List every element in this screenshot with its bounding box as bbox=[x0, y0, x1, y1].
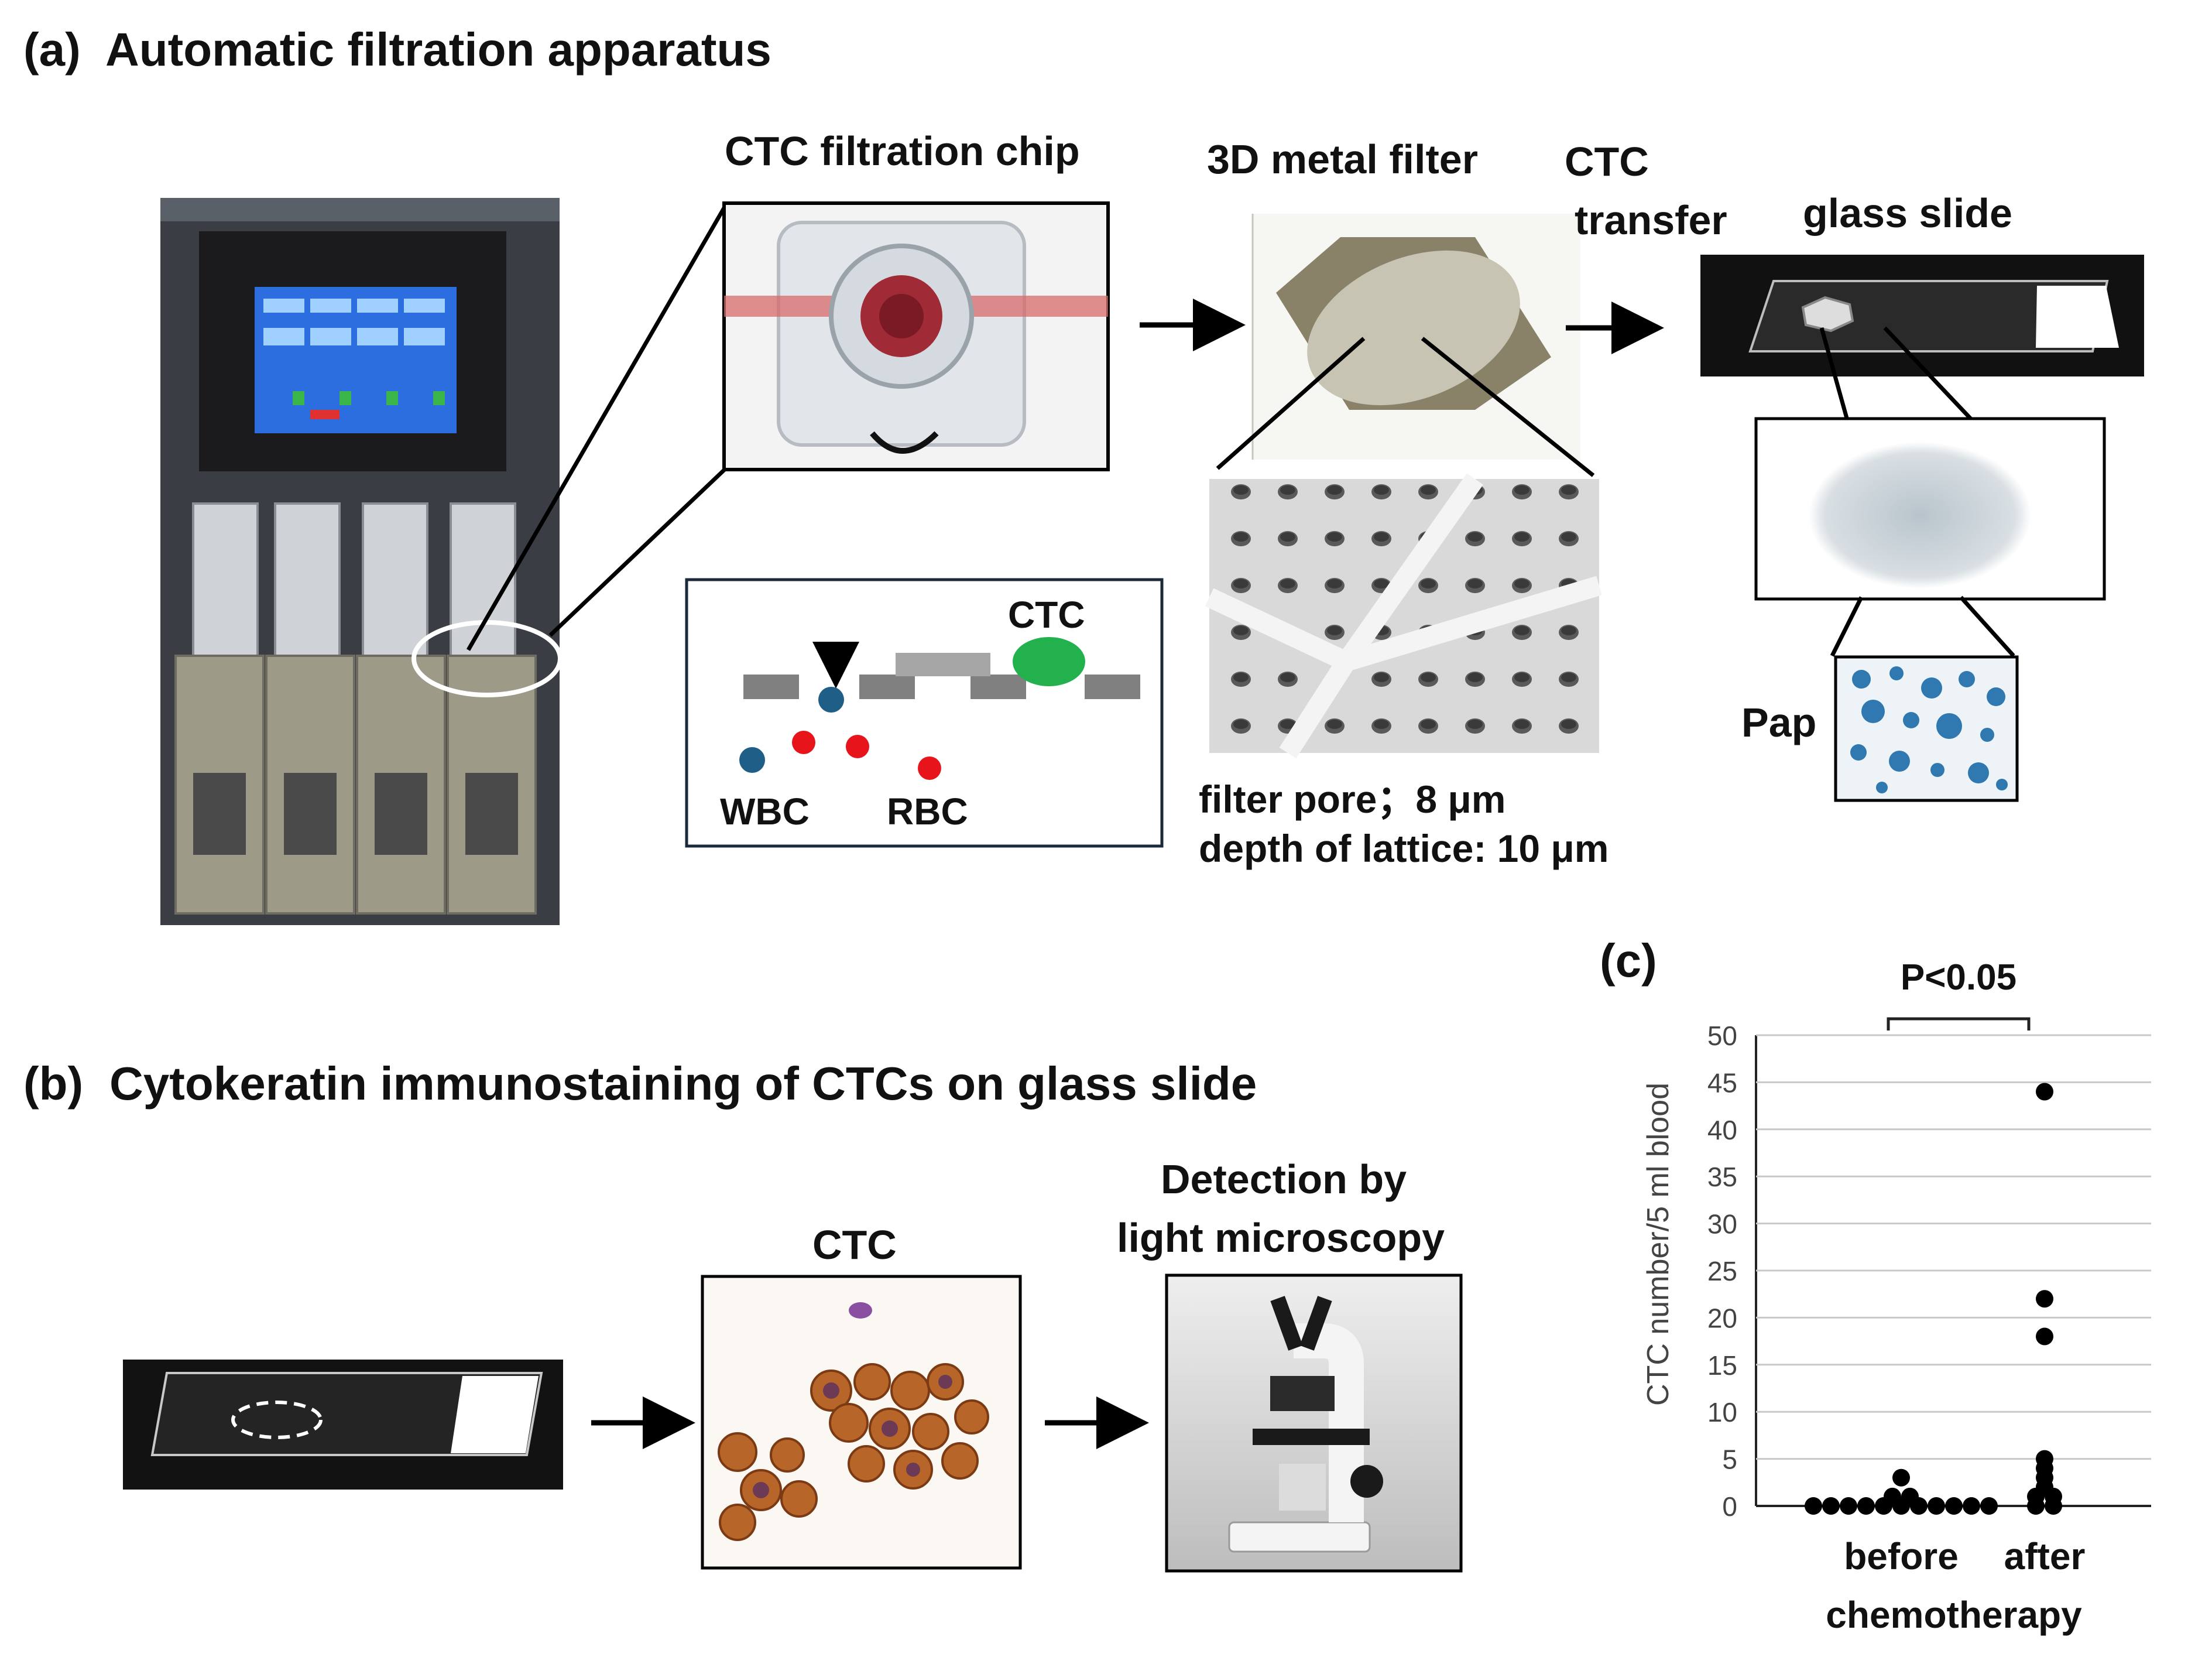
transfer-label-line1: CTC bbox=[1565, 139, 1649, 184]
data-point-after-8 bbox=[2036, 1327, 2053, 1346]
metal-filter-label: 3D metal filter bbox=[1207, 136, 1478, 182]
data-point-before-8 bbox=[1945, 1497, 1963, 1515]
glass-slide-label: glass slide bbox=[1803, 190, 2012, 236]
x-axis-label: chemotherapy bbox=[1826, 1594, 2082, 1636]
data-point-after-10 bbox=[2036, 1083, 2053, 1101]
apparatus-photo bbox=[160, 198, 563, 925]
data-point-before-9 bbox=[1963, 1497, 1980, 1515]
y-tick-label: 40 bbox=[1707, 1115, 1737, 1145]
rbc-cell-1 bbox=[792, 731, 815, 754]
slide-zoom-image bbox=[1754, 417, 2106, 601]
rbc-cell-2 bbox=[846, 735, 869, 758]
data-point-before-12 bbox=[1901, 1487, 1919, 1505]
x-category-label-after: after bbox=[2004, 1535, 2086, 1577]
panel-c: (c) P<0.05 CTC number/5 ml blood chemoth… bbox=[1600, 934, 2151, 1636]
y-tick-label: 5 bbox=[1722, 1444, 1737, 1475]
schematic-ctc-label: CTC bbox=[1008, 594, 1085, 636]
data-point-before-7 bbox=[1928, 1497, 1945, 1515]
wbc-cell-in-pore bbox=[818, 687, 844, 713]
pap-stain-image bbox=[1834, 655, 2019, 802]
y-axis-label: CTC number/5 ml blood bbox=[1641, 1083, 1675, 1406]
chemotherapy-ctc-chart: P<0.05 CTC number/5 ml blood chemotherap… bbox=[1641, 957, 2151, 1636]
data-point-before-2 bbox=[1840, 1497, 1857, 1515]
y-tick-label: 50 bbox=[1707, 1021, 1737, 1051]
panel-a-label: (a) bbox=[23, 23, 81, 76]
y-tick-label: 0 bbox=[1722, 1491, 1737, 1522]
microscope-photo bbox=[1165, 1273, 1463, 1573]
transfer-label-line2: transfer bbox=[1575, 197, 1727, 243]
filter-sem-image bbox=[1205, 473, 1602, 759]
y-tick-label: 20 bbox=[1707, 1303, 1737, 1333]
filter-pore-text: filter pore；8 μm bbox=[1199, 778, 1506, 821]
stained-slide-photo bbox=[123, 1360, 563, 1490]
significance-bracket bbox=[1887, 1017, 2031, 1031]
lattice-depth-text: depth of lattice: 10 μm bbox=[1199, 827, 1609, 870]
detection-label-line1: Detection by bbox=[1161, 1156, 1407, 1202]
pap-label: Pap bbox=[1741, 700, 1816, 745]
panel-b: (b) Cytokeratin immunostaining of CTCs o… bbox=[23, 1057, 1463, 1573]
y-tick-label: 25 bbox=[1707, 1256, 1737, 1286]
data-point-before-3 bbox=[1857, 1497, 1875, 1515]
metal-filter-photo bbox=[1251, 214, 1580, 460]
glass-slide-photo bbox=[1700, 255, 2144, 376]
cytokeratin-stain-image bbox=[701, 1275, 1022, 1570]
panel-b-label: (b) bbox=[23, 1057, 83, 1110]
data-point-before-11 bbox=[1884, 1487, 1901, 1505]
ctc-cell bbox=[1013, 637, 1085, 686]
data-point-before-1 bbox=[1822, 1497, 1840, 1515]
panel-b-ctc-label: CTC bbox=[812, 1222, 897, 1268]
chip-photo bbox=[722, 201, 1110, 471]
y-tick-label: 35 bbox=[1707, 1162, 1737, 1192]
schematic-rbc-label: RBC bbox=[887, 790, 968, 833]
y-tick-label: 15 bbox=[1707, 1350, 1737, 1381]
rbc-cell-3 bbox=[918, 756, 941, 780]
chip-label: CTC filtration chip bbox=[725, 128, 1080, 174]
significance-label: P<0.05 bbox=[1901, 957, 2016, 998]
data-point-before-10 bbox=[1980, 1497, 1998, 1515]
panel-a-title: Automatic filtration apparatus bbox=[105, 23, 771, 76]
data-point-before-13 bbox=[1892, 1468, 1910, 1487]
wbc-cell bbox=[739, 747, 765, 773]
y-tick-label: 45 bbox=[1707, 1067, 1737, 1098]
data-point-after-9 bbox=[2036, 1290, 2053, 1308]
data-point-after-7 bbox=[2036, 1450, 2053, 1468]
y-tick-label: 10 bbox=[1707, 1397, 1737, 1427]
filtration-schematic: CTC WBC RBC bbox=[685, 578, 1164, 848]
data-point-before-0 bbox=[1805, 1497, 1822, 1515]
chip-highlight-circle bbox=[411, 620, 563, 697]
panel-c-label: (c) bbox=[1600, 934, 1657, 987]
schematic-wbc-label: WBC bbox=[720, 790, 810, 833]
y-tick-label: 30 bbox=[1707, 1209, 1737, 1240]
x-category-label-before: before bbox=[1844, 1535, 1959, 1577]
panel-a: (a) Automatic filtration apparatus bbox=[23, 23, 2144, 925]
panel-b-title: Cytokeratin immunostaining of CTCs on gl… bbox=[109, 1057, 1257, 1110]
detection-label-line2: light microscopy bbox=[1117, 1215, 1445, 1261]
